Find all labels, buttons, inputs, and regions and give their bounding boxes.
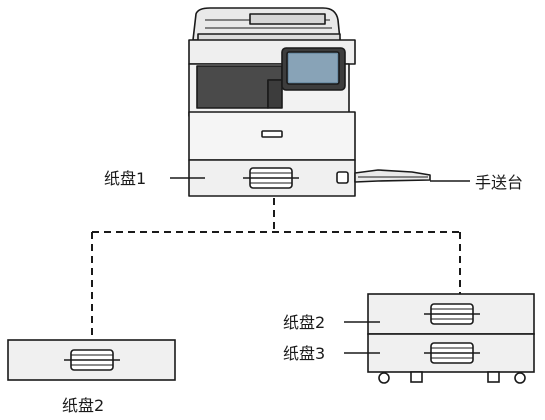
- tray-3-unit-label: 纸盘3: [283, 344, 325, 363]
- document-feeder-tray: [249, 13, 326, 25]
- tray-2-single-label: 纸盘2: [62, 396, 104, 415]
- tray-1-indicator: [336, 171, 349, 184]
- tray-2-unit-label: 纸盘2: [283, 313, 325, 332]
- caster: [514, 372, 526, 384]
- caster: [378, 372, 390, 384]
- caster: [410, 371, 423, 383]
- bypass-tray: [354, 169, 431, 183]
- optional-tray-unit: [367, 293, 535, 384]
- caster: [487, 371, 500, 383]
- printer-main-unit: [188, 7, 431, 197]
- bypass-tray-label: 手送台: [475, 173, 523, 192]
- optional-tray-single: [7, 339, 176, 381]
- tray-1-label: 纸盘1: [104, 169, 146, 188]
- front-handle: [261, 130, 283, 138]
